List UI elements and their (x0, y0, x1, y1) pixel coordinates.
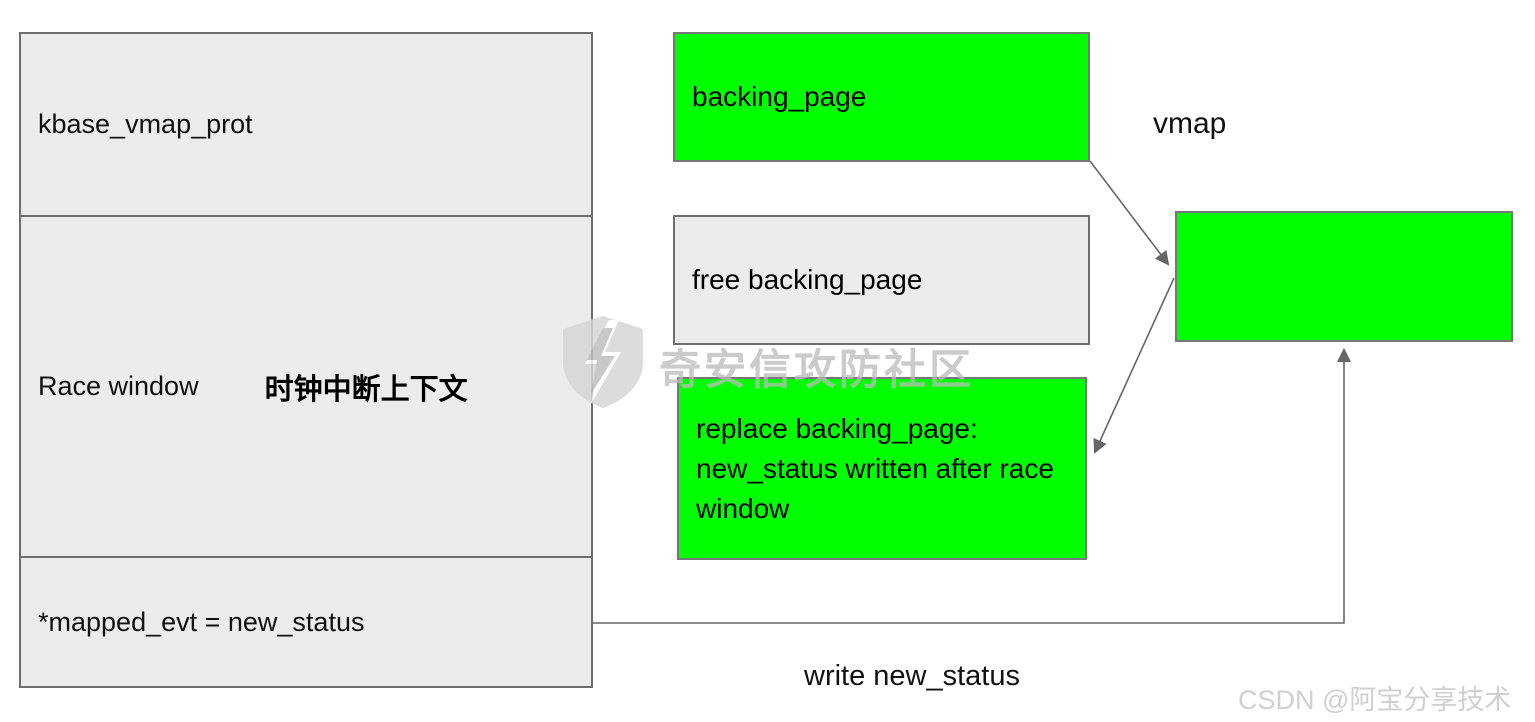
replace-backing-page-box: replace backing_page: new_status written… (677, 377, 1087, 560)
csdn-watermark: CSDN @阿宝分享技术 (1238, 685, 1512, 715)
arrow-vmap (1089, 160, 1170, 266)
replace-backing-page-label: replace backing_page: new_status written… (696, 412, 1054, 524)
clock-interrupt-context-annotation: 时钟中断上下文 (264, 373, 468, 406)
vmap-target-box (1175, 211, 1513, 342)
free-backing-page-label: free backing_page (692, 264, 923, 295)
mapped-evt-label: *mapped_evt = new_status (38, 606, 365, 637)
kbase-vmap-prot-label: kbase_vmap_prot (38, 109, 253, 139)
backing-page-box: backing_page (673, 32, 1090, 162)
race-window-label: Race window (38, 371, 199, 401)
timeline-stack: kbase_vmap_prot Race window 时钟中断上下文 *map… (19, 32, 593, 688)
stack-section-race-window: Race window 时钟中断上下文 (21, 217, 591, 558)
arrow-replace (1093, 277, 1175, 454)
vmap-label: vmap (1153, 107, 1227, 140)
backing-page-label: backing_page (692, 81, 867, 112)
free-backing-page-box: free backing_page (673, 215, 1090, 345)
stack-section-mapped-evt: *mapped_evt = new_status (21, 558, 591, 686)
write-new-status-label: write new_status (804, 660, 1020, 692)
stack-section-kbase-vmap-prot: kbase_vmap_prot (21, 34, 591, 217)
